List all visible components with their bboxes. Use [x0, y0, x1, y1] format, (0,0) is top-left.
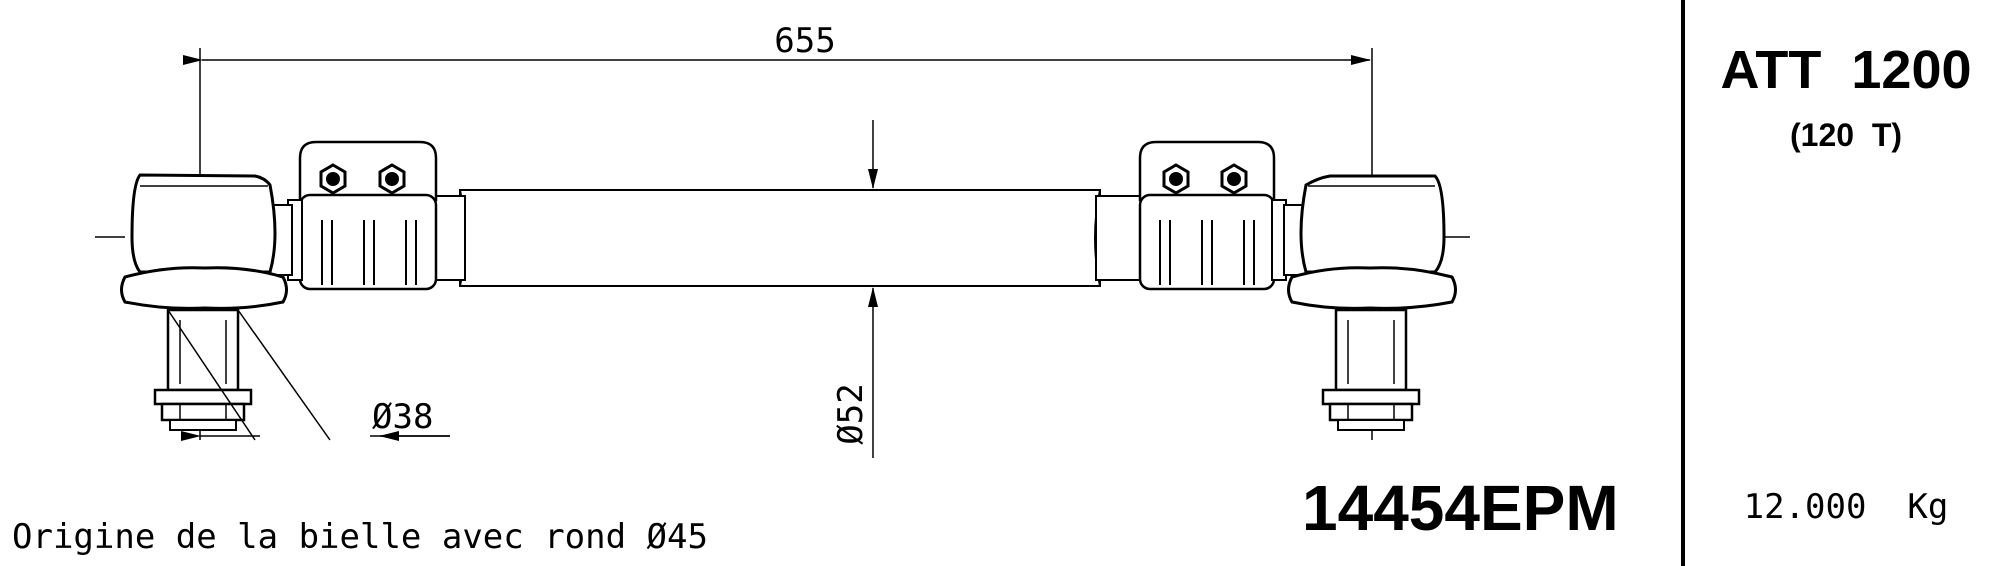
right-rod-end: [1283, 174, 1457, 431]
weight-label: 12.000 Kg: [1744, 487, 1949, 527]
pin-diameter-dimension: [167, 309, 450, 441]
part-number: 14454EPM: [1302, 472, 1619, 544]
central-tube: [459, 189, 1101, 287]
right-clamp: [1095, 140, 1287, 291]
origin-note: Origine de la bielle avec rond Ø45: [12, 517, 708, 557]
pin-diameter-label: Ø38: [372, 397, 433, 437]
model-title: ATT 1200: [1720, 40, 1971, 100]
tube-diameter-label: Ø52: [831, 383, 871, 444]
capacity-label: (120 T): [1790, 117, 1902, 153]
left-rod-end: [120, 173, 293, 431]
left-clamp: [287, 140, 466, 291]
length-label: 655: [774, 21, 835, 61]
